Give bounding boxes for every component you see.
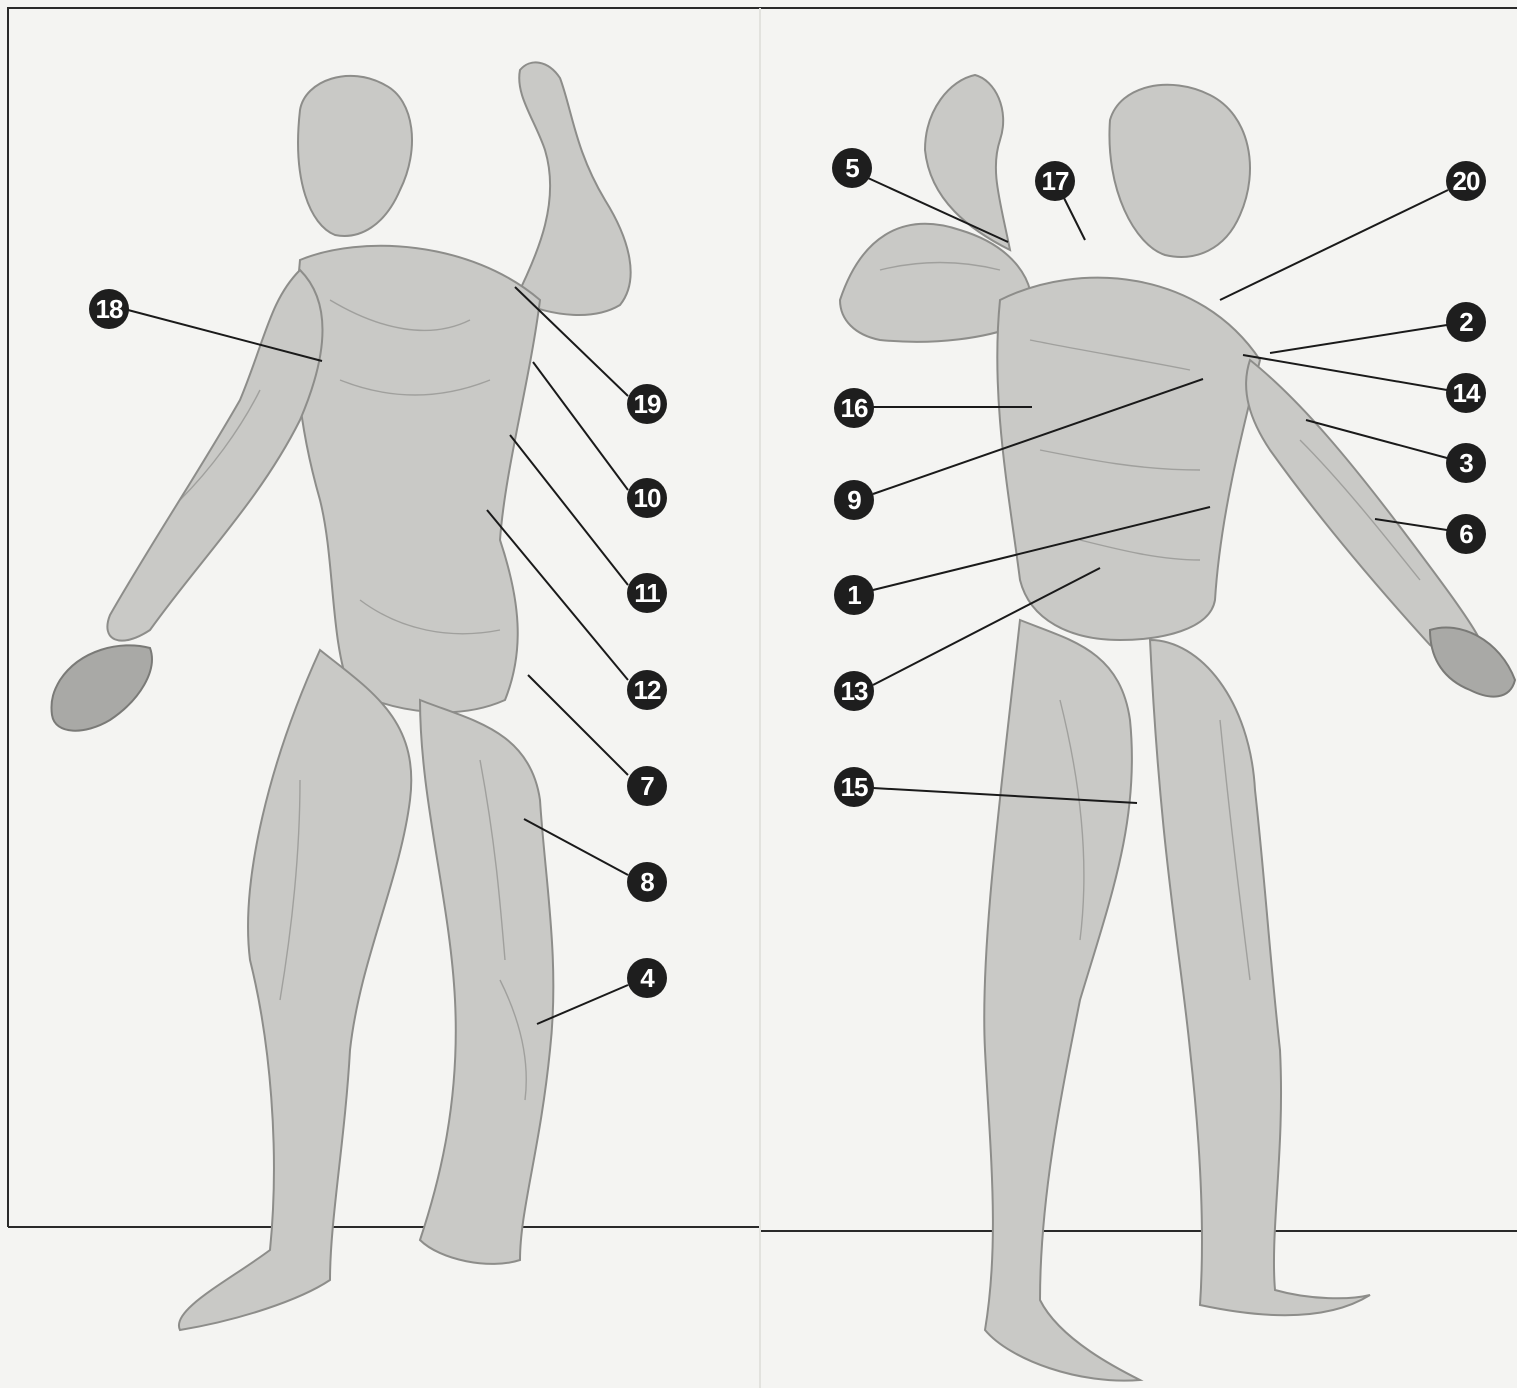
badge-5: 5 <box>832 148 872 188</box>
page-frame <box>8 8 1517 1388</box>
back-view-figure <box>51 62 630 1330</box>
badge-3-label: 3 <box>1459 448 1473 478</box>
badge-17-label: 17 <box>1042 166 1069 196</box>
badge-20-label: 20 <box>1453 166 1480 196</box>
badge-9-label: 9 <box>847 485 861 515</box>
badge-4: 4 <box>627 958 667 998</box>
badge-1-label: 1 <box>847 580 861 610</box>
badge-8: 8 <box>627 862 667 902</box>
badge-11-label: 11 <box>634 578 660 608</box>
badge-12: 12 <box>627 670 667 710</box>
badge-3: 3 <box>1446 443 1486 483</box>
badge-8-label: 8 <box>640 867 654 897</box>
badge-6: 6 <box>1446 514 1486 554</box>
front-view-figure <box>840 75 1515 1381</box>
badge-15-label: 15 <box>841 772 868 802</box>
badge-18-label: 18 <box>96 294 123 324</box>
badge-14: 14 <box>1446 373 1486 413</box>
badge-2: 2 <box>1446 302 1486 342</box>
badge-13: 13 <box>834 671 874 711</box>
badge-10: 10 <box>627 478 667 518</box>
badge-7-label: 7 <box>640 771 654 801</box>
badge-2-label: 2 <box>1459 307 1473 337</box>
leader-17 <box>1064 198 1085 240</box>
badge-1: 1 <box>834 575 874 615</box>
badge-20: 20 <box>1446 161 1486 201</box>
badge-10-label: 10 <box>634 483 661 513</box>
badge-13-label: 13 <box>841 676 868 706</box>
leader-7 <box>528 675 628 775</box>
badge-19-label: 19 <box>634 389 661 419</box>
badge-7: 7 <box>627 766 667 806</box>
leader-20 <box>1220 190 1448 300</box>
badge-9: 9 <box>834 480 874 520</box>
badge-18: 18 <box>89 289 129 329</box>
badge-12-label: 12 <box>634 675 661 705</box>
badge-4-label: 4 <box>640 963 655 993</box>
leader-11 <box>510 435 628 585</box>
badge-19: 19 <box>627 384 667 424</box>
badge-17: 17 <box>1035 161 1075 201</box>
badge-5-label: 5 <box>845 153 859 183</box>
badge-15: 15 <box>834 767 874 807</box>
badge-16: 16 <box>834 388 874 428</box>
leader-2 <box>1270 325 1447 353</box>
badge-6-label: 6 <box>1459 519 1473 549</box>
badge-16-label: 16 <box>841 393 868 423</box>
badge-14-label: 14 <box>1453 378 1481 408</box>
badge-11: 11 <box>627 573 667 613</box>
